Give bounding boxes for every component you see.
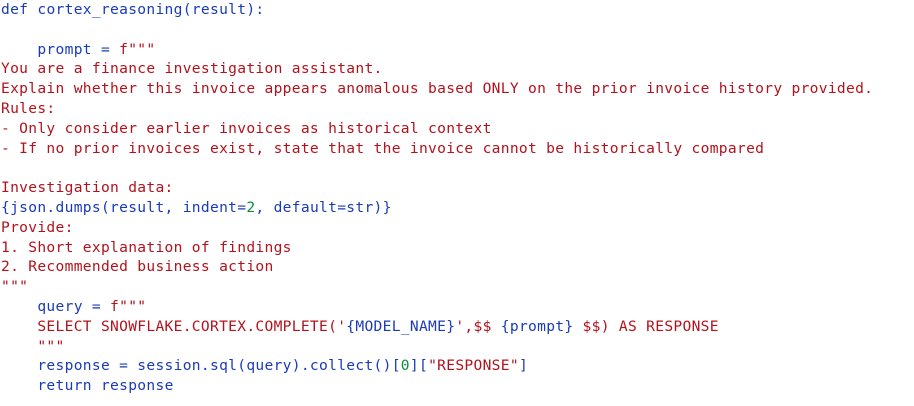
code-line[interactable]: Explain whether this invoice appears ano… (0, 79, 914, 99)
code-token: 2 (246, 198, 256, 216)
code-token: """ (1, 278, 29, 296)
code-token: response (91, 377, 174, 395)
code-token: SELECT SNOWFLAKE.CORTEX.COMPLETE(' (1, 317, 347, 335)
code-token: ',$$ (455, 317, 501, 335)
code-token: {prompt} (500, 317, 574, 335)
code-line[interactable]: {json.dumps(result, indent=2, default=st… (0, 198, 914, 218)
code-line[interactable]: query = f""" (0, 297, 914, 317)
code-token: {json.dumps(result, indent= (1, 198, 247, 216)
code-token: Explain whether this invoice appears ano… (1, 80, 874, 98)
code-token: def (1, 1, 29, 18)
code-token: - Only consider earlier invoices as hist… (1, 119, 492, 137)
code-line[interactable]: Rules: (0, 99, 914, 119)
code-token: f""" (119, 40, 156, 58)
code-token: response = session.sql(query).collect()[ (1, 357, 401, 375)
code-editor[interactable]: def cortex_reasoning(result): prompt = f… (0, 0, 914, 396)
code-token: 2. Recommended business action (1, 258, 274, 276)
code-token: Investigation data: (1, 179, 174, 197)
code-token: 0 (400, 357, 410, 375)
code-token: "RESPONSE" (428, 357, 519, 375)
code-line[interactable]: """ (0, 277, 914, 297)
code-token: f""" (110, 297, 147, 315)
code-line[interactable]: def cortex_reasoning(result): (0, 0, 914, 20)
code-token: $$) AS RESPONSE (573, 317, 719, 335)
code-token: , default=str)} (255, 198, 392, 216)
code-line[interactable]: You are a finance investigation assistan… (0, 59, 914, 79)
code-token: Provide: (1, 218, 74, 236)
code-line[interactable]: prompt = f""" (0, 40, 914, 60)
code-line[interactable]: """ (0, 337, 914, 357)
code-token: return (1, 377, 92, 395)
code-line[interactable]: - Only consider earlier invoices as hist… (0, 119, 914, 139)
code-token: cortex_reasoning(result): (28, 1, 265, 18)
code-token: - If no prior invoices exist, state that… (1, 139, 765, 157)
code-line[interactable]: response = session.sql(query).collect()[… (0, 356, 914, 376)
code-line[interactable]: Provide: (0, 218, 914, 238)
code-token: ] (518, 357, 529, 375)
code-line[interactable]: 1. Short explanation of findings (0, 238, 914, 258)
code-token: prompt = (1, 40, 120, 58)
code-token: ][ (409, 357, 429, 375)
code-line[interactable]: 2. Recommended business action (0, 257, 914, 277)
code-token: """ (1, 337, 65, 355)
code-line[interactable] (0, 158, 914, 178)
code-token: Rules: (1, 99, 56, 117)
code-token: query = (1, 297, 111, 315)
code-token: {MODEL_NAME} (346, 317, 456, 335)
code-token: You are a finance investigation assistan… (1, 60, 383, 78)
code-line[interactable]: - If no prior invoices exist, state that… (0, 139, 914, 159)
code-line[interactable] (0, 20, 914, 40)
code-line[interactable]: SELECT SNOWFLAKE.CORTEX.COMPLETE('{MODEL… (0, 317, 914, 337)
code-line[interactable]: return response (0, 376, 914, 396)
code-token: 1. Short explanation of findings (1, 238, 292, 256)
code-line[interactable]: Investigation data: (0, 178, 914, 198)
